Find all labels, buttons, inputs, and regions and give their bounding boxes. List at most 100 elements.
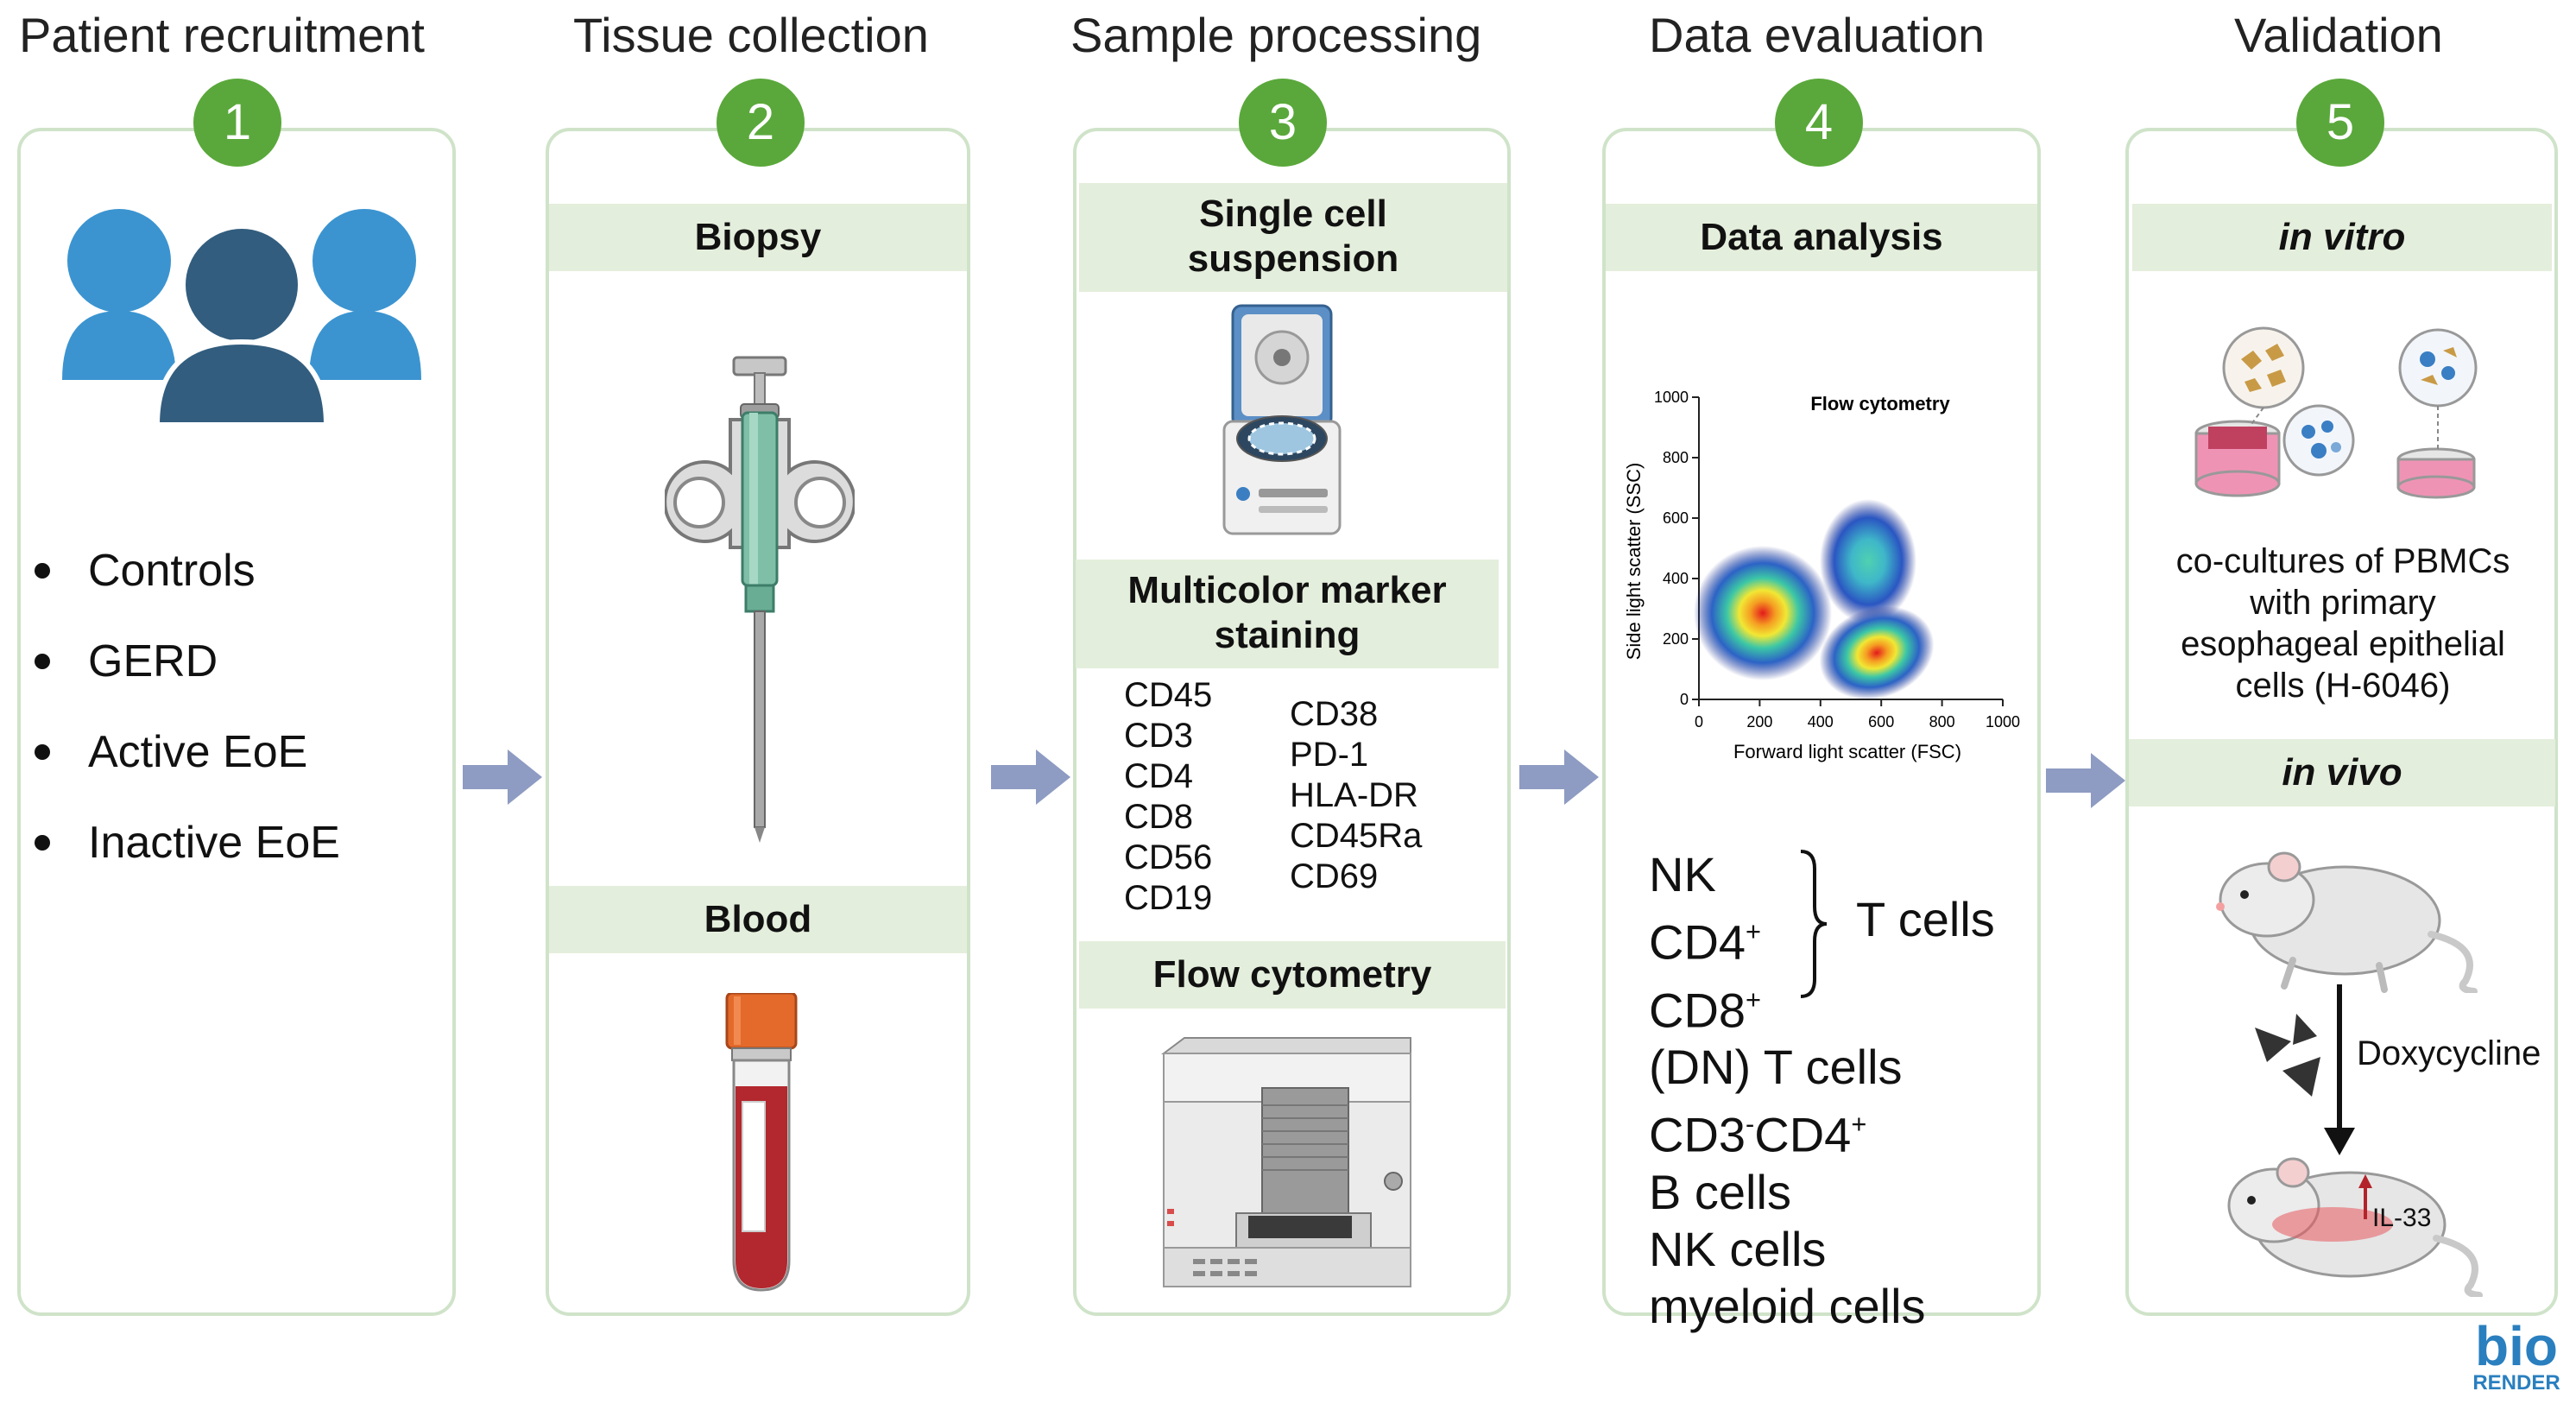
bullet-icon	[35, 743, 50, 760]
description-line: co-cultures of PBMCs	[2175, 542, 2510, 580]
biorender-logo: bio RENDER	[2469, 1315, 2564, 1395]
y-tick-label: 200	[1663, 630, 1689, 648]
y-tick-label: 1000	[1654, 389, 1689, 406]
step-number-1: 1	[193, 79, 281, 167]
brace-icon	[1800, 850, 1828, 998]
y-tick-label: 800	[1663, 449, 1689, 466]
single-cell-suspension-header: Single cell suspension	[1079, 183, 1507, 292]
centrifuge-icon	[1222, 304, 1342, 535]
step-number-2: 2	[717, 79, 805, 167]
list-item: Active EoE	[35, 706, 340, 797]
patient-groups-list: Controls GERD Active EoE Inactive EoE	[35, 525, 340, 888]
bullet-icon	[35, 562, 50, 579]
in-vitro-header: in vitro	[2132, 204, 2552, 271]
stage-title-processing: Sample processing	[1070, 8, 1482, 62]
x-tick-label: 0	[1695, 713, 1703, 730]
drug-icon	[2255, 1014, 2320, 1097]
description-line: esophageal epithelial	[2181, 625, 2505, 663]
population-myeloid: myeloid cells	[1649, 1278, 1926, 1333]
markers-left-list: CD45 CD3 CD4 CD8 CD56 CD19	[1124, 675, 1212, 919]
population-nk-cells: NK cells	[1649, 1221, 1827, 1276]
in-vivo-header: in vivo	[2129, 739, 2555, 806]
biopsy-needle-icon	[665, 356, 855, 843]
y-tick-label: 400	[1663, 570, 1689, 587]
flow-cytometry-header: Flow cytometry	[1079, 941, 1506, 1009]
axis-ticks: 0 200 400 600 800 1000 0 200 400 600 800 1000	[1654, 389, 2020, 730]
step-number-4: 4	[1775, 79, 1863, 167]
description-line: with primary	[2250, 584, 2436, 622]
description-line: cells (H-6046)	[2235, 667, 2451, 705]
stage-title-collection: Tissue collection	[573, 8, 929, 62]
x-tick-label: 1000	[1986, 713, 2020, 730]
marker-item: PD-1	[1290, 736, 1369, 774]
markers-right-list: CD38 PD-1 HLA-DR CD45Ra CD69	[1290, 694, 1422, 897]
marker-item: CD45	[1124, 676, 1213, 714]
staining-line-1: Multicolor marker	[1127, 569, 1447, 611]
list-item: Controls	[35, 525, 340, 616]
suspension-line-1: Single cell	[1199, 193, 1387, 235]
bullet-icon	[35, 834, 50, 851]
arrow-right-icon	[2046, 753, 2125, 808]
y-tick-label: 0	[1680, 691, 1689, 708]
population-nk: NK	[1649, 847, 1716, 901]
cell-populations: NK CD4+ CD8+ (DN) T cells CD3-CD4+ B cel…	[1649, 846, 1926, 1335]
population-cd3-cd4: CD3-CD4+	[1649, 1107, 1867, 1162]
plot-title: Flow cytometry	[1810, 393, 1950, 414]
marker-item: CD19	[1124, 879, 1213, 917]
in-vitro-description: co-cultures of PBMCs with primary esopha…	[2134, 541, 2552, 706]
logo-top: bio	[2475, 1315, 2558, 1377]
population-granulocytes	[1819, 605, 1935, 700]
staining-line-2: staining	[1214, 614, 1361, 656]
marker-item: CD3	[1124, 717, 1194, 755]
doxycycline-label: Doxycycline	[2357, 1034, 2541, 1072]
down-arrow-icon	[2324, 984, 2355, 1155]
bullet-icon	[35, 653, 50, 669]
multicolor-staining-header: Multicolor marker staining	[1076, 560, 1499, 668]
logo-bottom: RENDER	[2472, 1371, 2560, 1395]
blood-header: Blood	[549, 886, 967, 953]
population-dn-t-cells: (DN) T cells	[1649, 1040, 1903, 1095]
arrow-right-icon	[991, 749, 1070, 805]
population-cd4: CD4+	[1649, 914, 1762, 970]
x-tick-label: 400	[1808, 713, 1834, 730]
patients-group-icon	[62, 209, 421, 427]
suspension-line-2: suspension	[1187, 237, 1399, 280]
flow-cytometry-plot: Flow cytometry 0 200 400 600 800 1000 0 200 400 6…	[1623, 389, 2020, 762]
population-lymphocytes	[1694, 546, 1832, 680]
data-analysis-header: Data analysis	[1606, 204, 2037, 271]
x-tick-label: 600	[1868, 713, 1894, 730]
arrow-right-icon	[1519, 749, 1599, 805]
t-cells-label: T cells	[1856, 892, 1995, 946]
marker-item: CD38	[1290, 695, 1379, 733]
mouse-icon	[2216, 851, 2478, 993]
treated-mouse-icon	[2227, 1157, 2483, 1297]
step-number-3: 3	[1239, 79, 1327, 167]
population-b-cells: B cells	[1649, 1164, 1791, 1219]
step-number-5: 5	[2296, 79, 2384, 167]
y-axis-label: Side light scatter (SSC)	[1623, 463, 1645, 661]
x-axis-label: Forward light scatter (FSC)	[1733, 741, 1961, 762]
marker-item: CD8	[1124, 798, 1194, 836]
population-monocytes	[1820, 499, 1916, 623]
biopsy-header: Biopsy	[549, 204, 967, 271]
stage-title-evaluation: Data evaluation	[1649, 8, 1986, 62]
x-tick-label: 800	[1929, 713, 1955, 730]
x-tick-label: 200	[1746, 713, 1772, 730]
panel-evaluation	[1602, 128, 2041, 1316]
arrow-right-icon	[463, 749, 542, 805]
flow-cytometer-icon	[1161, 1037, 1411, 1287]
marker-item: CD4	[1124, 757, 1194, 795]
list-item: GERD	[35, 616, 340, 706]
marker-item: CD45Ra	[1290, 817, 1423, 855]
stage-title-validation: Validation	[2234, 8, 2443, 62]
marker-item: HLA-DR	[1290, 776, 1418, 814]
stage-title-recruitment: Patient recruitment	[19, 8, 425, 62]
marker-item: CD69	[1290, 857, 1379, 895]
co-culture-icon	[2194, 326, 2478, 499]
blood-tube-icon	[725, 993, 798, 1292]
y-tick-label: 600	[1663, 509, 1689, 527]
population-cd8: CD8+	[1649, 983, 1762, 1038]
il33-label: IL-33	[2372, 1204, 2432, 1232]
list-item: Inactive EoE	[35, 797, 340, 888]
marker-item: CD56	[1124, 838, 1213, 876]
